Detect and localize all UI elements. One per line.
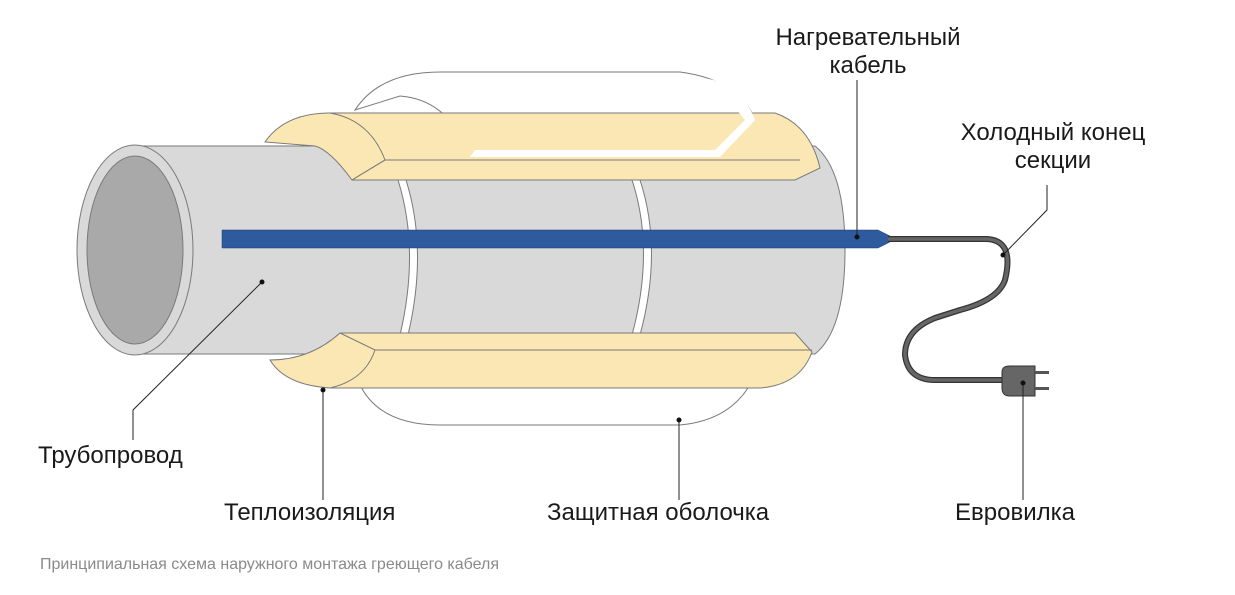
label-insulation: Теплоизоляция [224,499,396,526]
label-line: секции [1014,147,1092,174]
pipe-inner [86,155,184,345]
label-pipeline: Трубопровод [38,442,183,469]
pipe-body [134,145,846,355]
euro-plug-icon [1001,365,1036,397]
label-heating-cable: Нагревательный кабель [758,24,978,80]
heating-cable [221,229,891,249]
insulation-bottom [269,332,813,389]
label-line: Нагревательный [775,24,961,51]
label-line: Холодный конец [960,119,1146,146]
figure-caption: Принципиальная схема наружного монтажа г… [40,556,500,573]
shell-window-top [470,78,755,157]
label-shell: Защитная оболочка [547,499,770,526]
label-line: кабель [829,52,907,79]
insulation-top [264,112,821,181]
label-cold-end: Холодный конец секции [940,119,1166,175]
label-plug: Евровилка [955,499,1075,526]
